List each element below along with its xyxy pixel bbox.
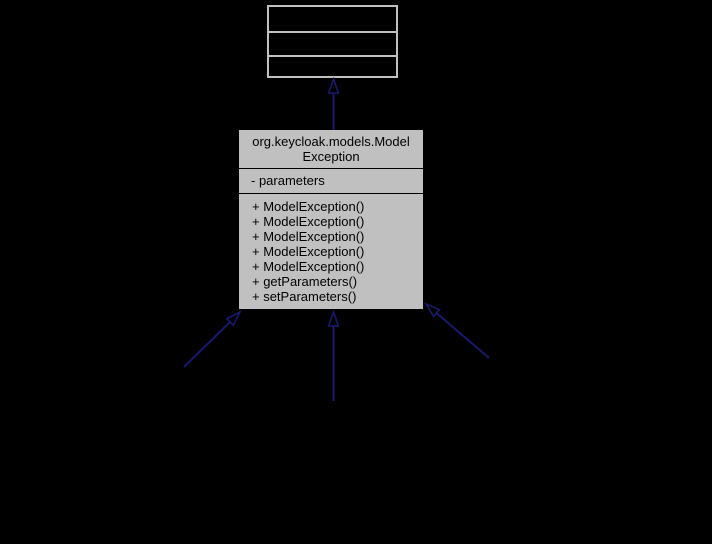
method-modelexception-5: + ModelException(): [252, 259, 365, 274]
base-class-methods-compartment: [269, 57, 396, 76]
class-name-line-2: Exception: [302, 149, 360, 164]
derived-arrow-middle-icon: [327, 309, 340, 401]
base-class-node: [267, 5, 398, 78]
method-modelexception-2: + ModelException(): [252, 214, 365, 229]
method-modelexception-1: + ModelException(): [252, 199, 365, 214]
method-getparameters: + getParameters(): [252, 274, 358, 289]
method-modelexception-4: + ModelException(): [252, 244, 365, 259]
method-setparameters: + setParameters(): [252, 289, 357, 304]
class-name-line-1: org.keycloak.models.Model: [252, 134, 410, 149]
method-modelexception-3: + ModelException(): [252, 229, 365, 244]
base-class-title-compartment: [269, 7, 396, 33]
derived-arrow-right-icon: [424, 302, 490, 359]
class-title: org.keycloak.models.Model Exception: [239, 130, 423, 169]
attribute-parameters: - parameters: [251, 173, 325, 188]
class-methods-compartment: + ModelException() + ModelException() + …: [239, 194, 423, 309]
class-attributes-compartment: - parameters: [239, 169, 423, 194]
inheritance-arrow-to-base-icon: [327, 76, 340, 130]
modelexception-class-node: org.keycloak.models.Model Exception - pa…: [238, 129, 424, 310]
base-class-attributes-compartment: [269, 33, 396, 57]
derived-arrow-left-icon: [183, 310, 242, 368]
